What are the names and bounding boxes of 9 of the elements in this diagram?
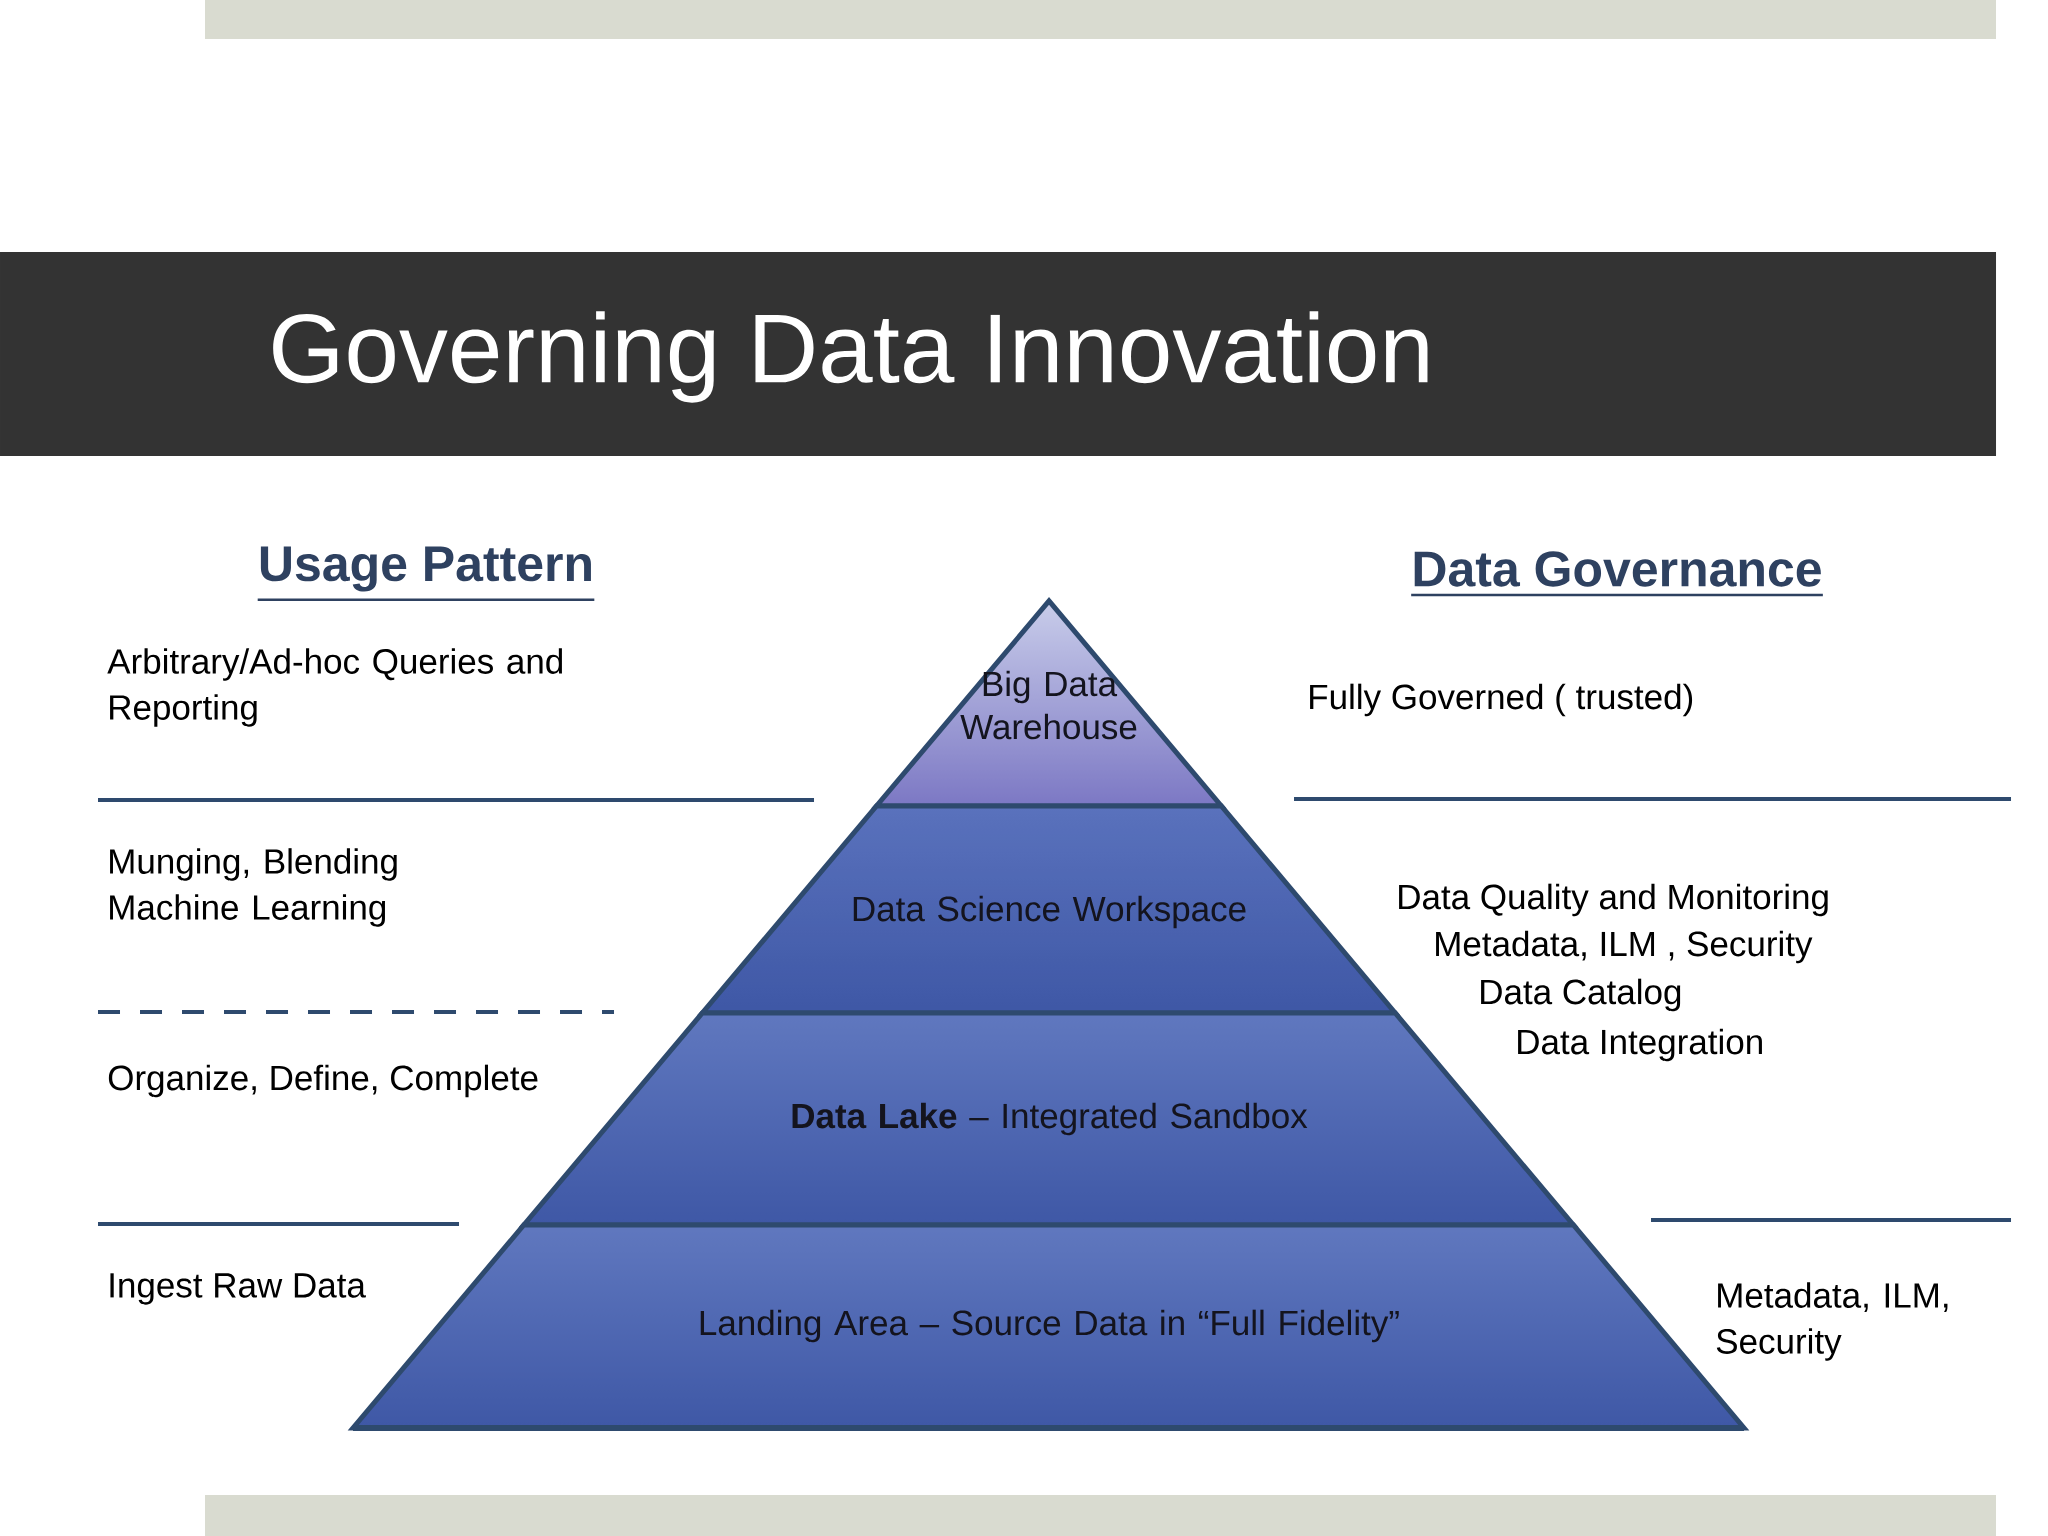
note-text: Fully Governed ( trusted) — [1310, 683, 1693, 717]
section-heading: Data Governance — [1411, 551, 1823, 597]
note-text: Munging, Blending Machine Learning — [110, 848, 397, 927]
note-text: Data Quality and Monitoring — [1399, 883, 1828, 917]
note-text: Data Catalog — [1481, 978, 1681, 1012]
note-text: Arbitrary/Ad-hoc Queries and Reporting — [107, 648, 562, 727]
section-heading: Usage Pattern — [257, 546, 595, 601]
note-text: Metadata, ILM , Security — [1436, 930, 1813, 964]
title-banner: Governing Data Innovation — [0, 252, 1996, 456]
